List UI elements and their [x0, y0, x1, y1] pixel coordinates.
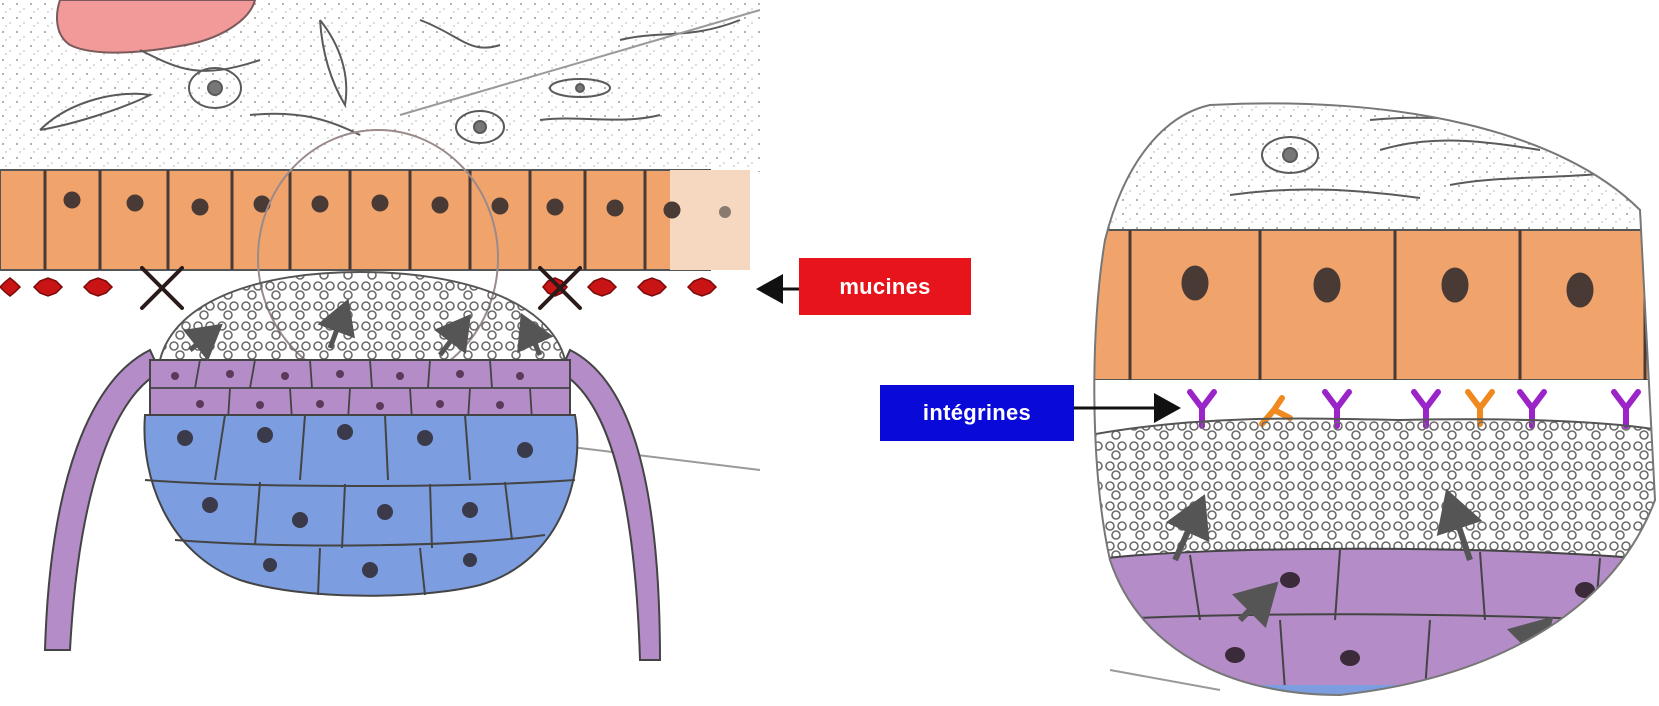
inner-cell-mass [1090, 685, 1659, 706]
trophectoderm-wall [45, 350, 160, 650]
mucines-label: mucines [799, 258, 971, 315]
trophoblast-layer [1090, 549, 1659, 700]
syncytio-zone [1090, 419, 1659, 570]
uterine-epithelium [0, 170, 710, 270]
left-panel [0, 0, 800, 660]
guide-line [1110, 670, 1220, 690]
blastocyst [45, 272, 660, 660]
guide-line [555, 445, 760, 470]
epithelium-fade [670, 170, 750, 270]
trophoblast-layer [150, 360, 570, 423]
trophectoderm-wall [560, 350, 660, 660]
integrines-label: intégrines [880, 385, 1074, 441]
right-panel [1074, 95, 1659, 706]
syncytio-zone [160, 272, 565, 360]
